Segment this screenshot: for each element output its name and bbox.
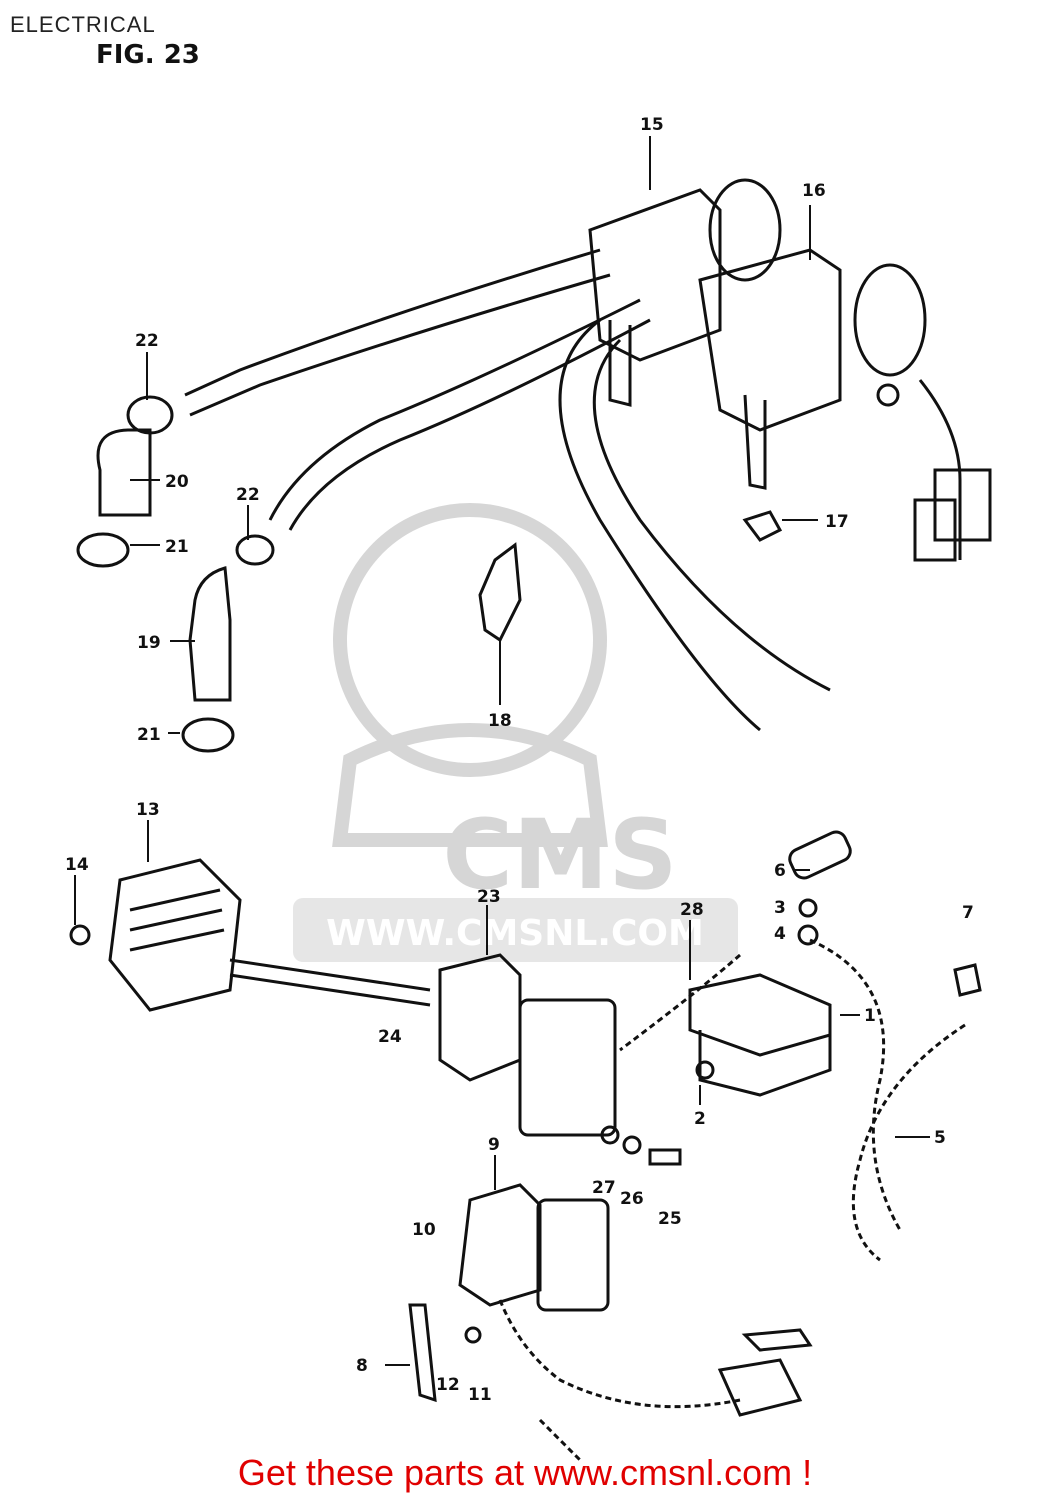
plug-seal-21b — [181, 717, 235, 753]
watermark-url-bar — [293, 898, 738, 962]
bracket-8 — [408, 1303, 437, 1403]
starter-relay-1 — [688, 973, 832, 1057]
callout-21-upper: 21 — [165, 537, 189, 557]
plug-lead-upper — [184, 248, 601, 397]
callout-27: 27 — [592, 1178, 616, 1198]
lead-to-sensor-1 — [558, 318, 761, 732]
callout-18: 18 — [488, 711, 512, 731]
regulator-rectifier — [69, 858, 617, 1137]
callout-1: 1 — [864, 1006, 876, 1026]
callout-9: 9 — [488, 1135, 500, 1155]
cap-7 — [953, 963, 982, 997]
callout-28: 28 — [680, 900, 704, 920]
callout-19: 19 — [137, 633, 161, 653]
nut-26 — [622, 1135, 642, 1155]
watermark-mascot-body — [332, 723, 608, 847]
plug-lead-lower — [268, 298, 641, 521]
callout-26: 26 — [620, 1189, 644, 1209]
callout-2: 2 — [694, 1109, 706, 1129]
callout-21-lower: 21 — [137, 725, 161, 745]
watermark-url: WWW.CMSNL.COM — [326, 913, 704, 954]
callout-12: 12 — [436, 1375, 460, 1395]
lead-28 — [619, 953, 741, 1052]
callout-10: 10 — [412, 1220, 436, 1240]
nut-17 — [742, 510, 783, 542]
promo-link[interactable]: Get these parts at www.cmsnl.com ! — [237, 1452, 813, 1493]
starter-relay-assembly — [619, 830, 982, 1262]
callout-13: 13 — [136, 800, 160, 820]
callout-22-lower: 22 — [236, 485, 260, 505]
callout-15: 15 — [640, 115, 664, 135]
callout-7: 7 — [962, 903, 974, 923]
callout-5: 5 — [934, 1128, 946, 1148]
coil-connector — [933, 468, 992, 542]
callout-22-upper: 22 — [135, 331, 159, 351]
regulator-cable — [229, 958, 431, 992]
lead-to-sensor-2 — [592, 338, 831, 692]
watermark-mascot-head — [333, 503, 607, 777]
bolt-14 — [69, 924, 91, 946]
callout-numbers: 15 16 22 20 21 22 19 21 17 18 13 14 23 2… — [65, 115, 974, 1405]
callout-3: 3 — [774, 898, 786, 918]
nut-3 — [798, 898, 818, 918]
screw-11 — [464, 1326, 482, 1344]
fuse-box-9 — [458, 1183, 542, 1307]
harness-coupler — [717, 1358, 803, 1417]
callout-11: 11 — [468, 1385, 492, 1405]
spring-clip-18 — [478, 542, 522, 643]
washer-27 — [600, 1125, 620, 1145]
cover-24 — [518, 998, 617, 1137]
callout-14: 14 — [65, 855, 89, 875]
coupler-23 — [438, 953, 522, 1082]
plug-cap-19 — [188, 566, 232, 702]
lead-clamp-22b — [235, 534, 275, 566]
lead-clamp-22a — [126, 395, 174, 435]
callout-23: 23 — [477, 887, 501, 907]
callout-6: 6 — [774, 861, 786, 881]
washer-4 — [797, 924, 819, 946]
callout-20: 20 — [165, 472, 189, 492]
regulator-13 — [108, 858, 242, 1012]
ignition-coil-assembly — [588, 178, 992, 562]
ignition-coil-15 — [588, 188, 722, 362]
callout-4: 4 — [774, 924, 786, 944]
battery-lead-5 — [809, 938, 902, 1231]
callout-leaders — [74, 136, 930, 1366]
fuse-cover — [536, 1198, 610, 1312]
screw-2 — [695, 1060, 715, 1080]
cmsnl-watermark — [293, 503, 738, 962]
high-tension-leads — [76, 248, 831, 753]
callout-24: 24 — [378, 1027, 402, 1047]
fuse-box-assembly — [408, 1125, 813, 1462]
bolt-25 — [648, 1148, 682, 1166]
plug-seal-21a — [76, 532, 130, 568]
section-title: ELECTRICAL — [10, 12, 156, 37]
callout-25: 25 — [658, 1209, 682, 1229]
figure-label: FIG. 23 — [96, 40, 200, 70]
watermark-brand: CMS — [442, 799, 677, 911]
fuse-harness — [498, 1299, 741, 1409]
terminal-cap-6 — [788, 830, 852, 880]
callout-17: 17 — [825, 512, 849, 532]
callout-16: 16 — [802, 181, 826, 201]
callout-8: 8 — [356, 1356, 368, 1376]
plug-cap-20 — [96, 428, 152, 517]
